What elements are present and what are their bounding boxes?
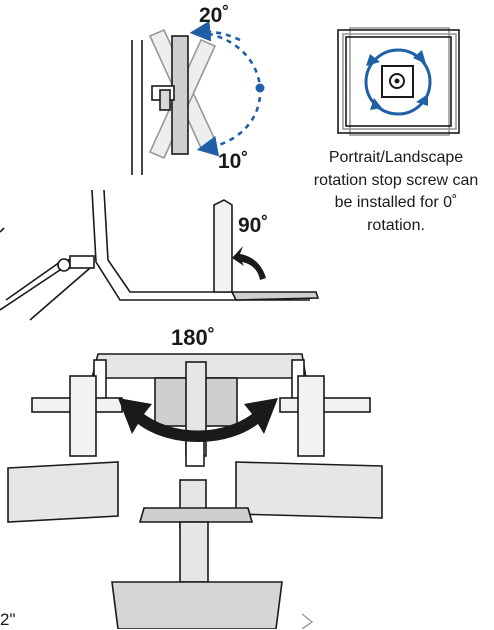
rotate-illustration xyxy=(0,189,320,321)
corner-arrow-icon xyxy=(301,613,314,629)
tilt-illustration xyxy=(131,28,217,175)
rotation-arrows xyxy=(366,50,428,110)
tilt-up-angle-label: 20˚ xyxy=(199,4,230,27)
tilt-down-angle-label: 10˚ xyxy=(218,150,249,173)
rotation-stop-icon xyxy=(337,27,460,136)
rotate-angle-label: 90˚ xyxy=(238,214,269,237)
rotate-arrow xyxy=(232,246,266,280)
swivel-angle-label: 180˚ xyxy=(171,325,216,350)
cutoff-footer-text: 2" xyxy=(0,610,16,629)
swivel-arrow xyxy=(118,398,278,442)
rotation-stop-caption: Portrait/Landscape rotation stop screw c… xyxy=(313,149,479,234)
swivel-illustration xyxy=(7,353,383,629)
tilt-pivot-dot xyxy=(255,83,265,93)
